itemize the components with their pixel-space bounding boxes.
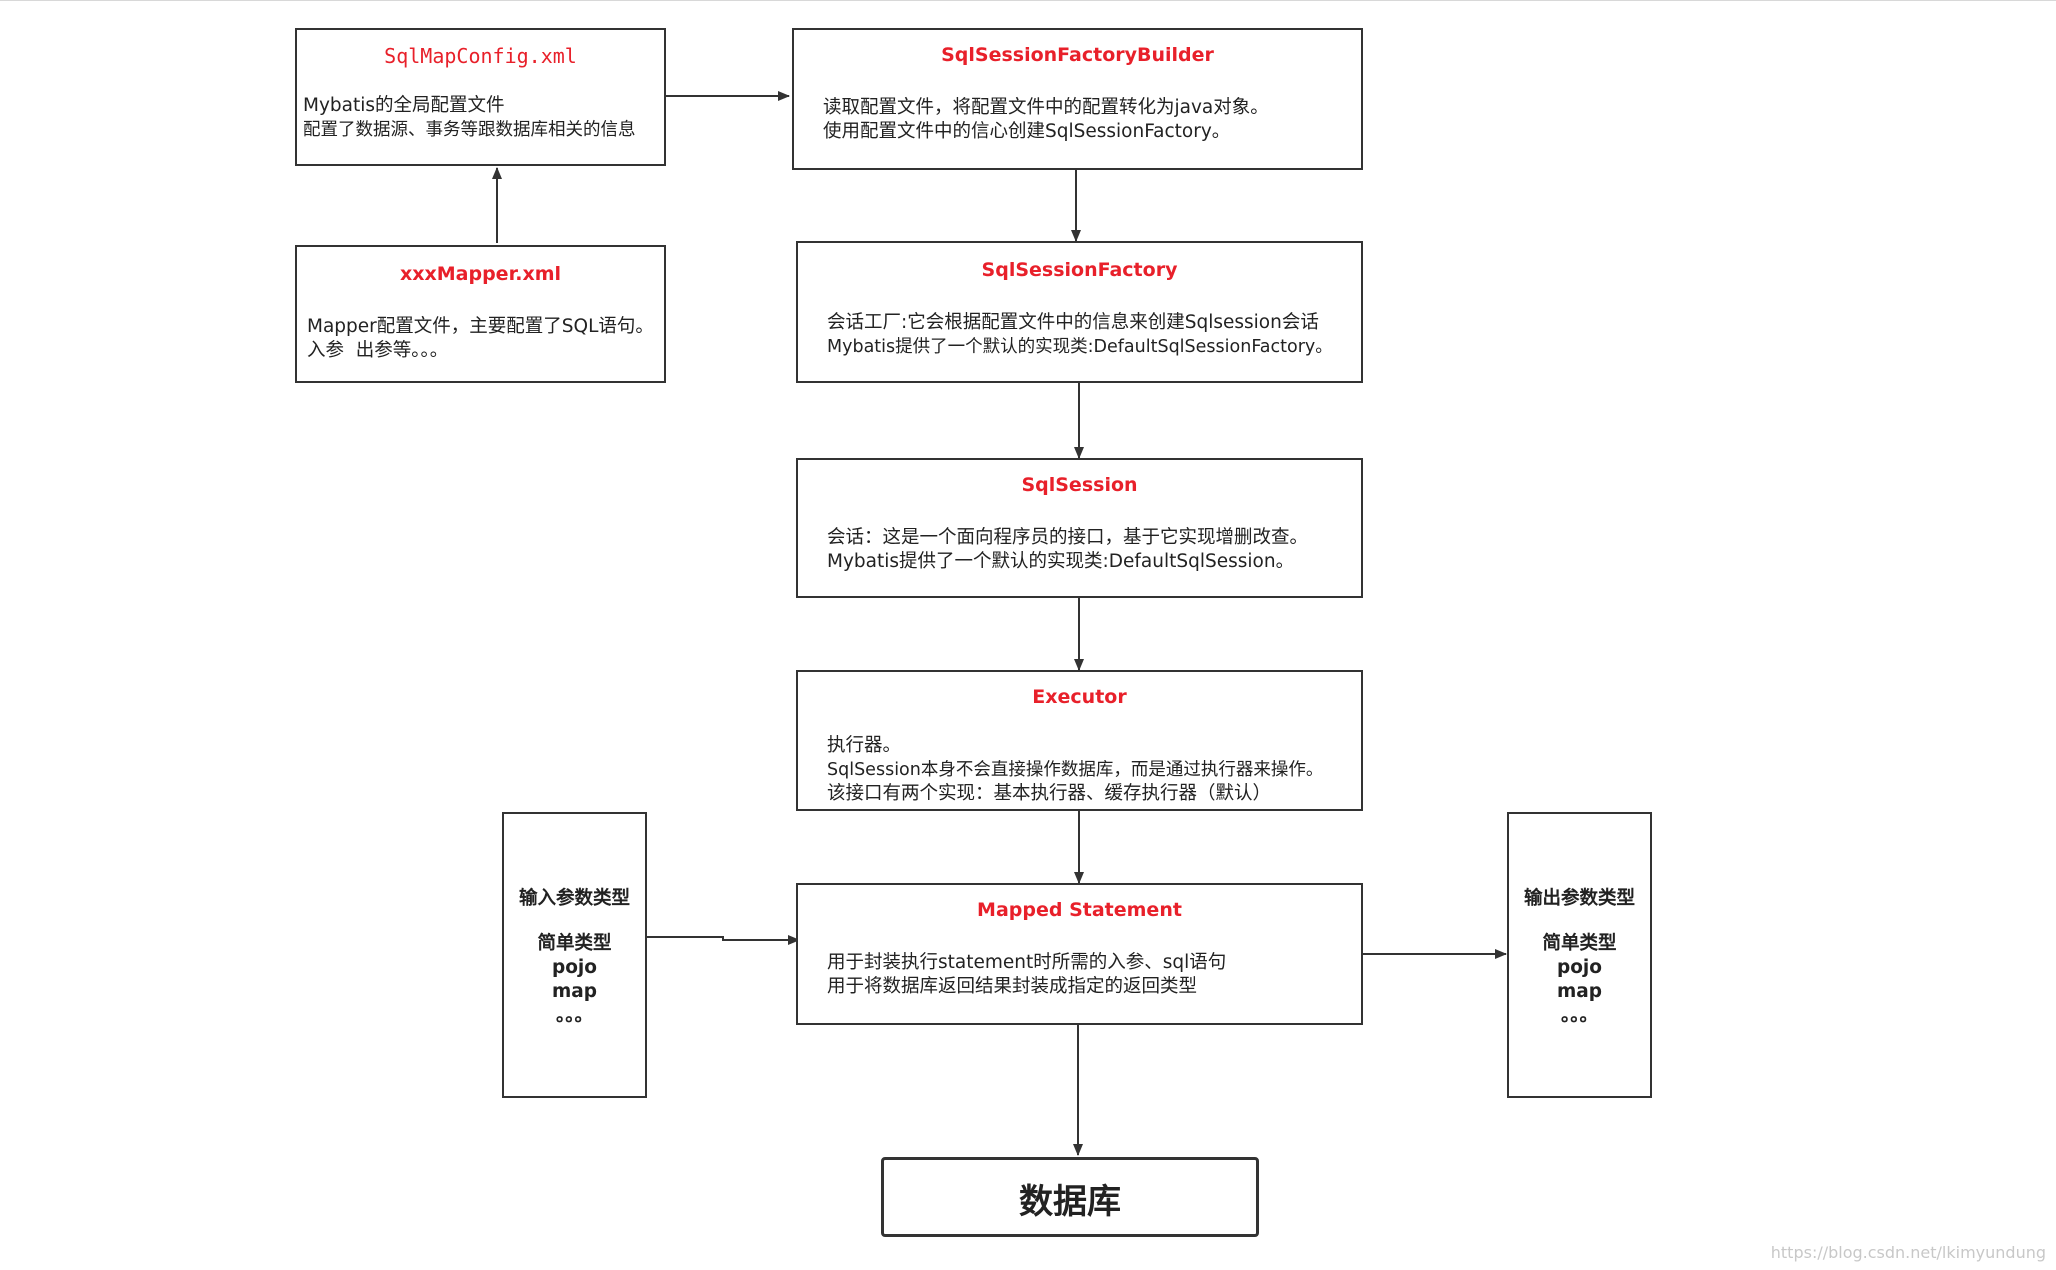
input-types-item-3: map: [551, 981, 597, 1002]
input-types-item-2: pojo: [551, 957, 597, 978]
factory-box: SqlSessionFactory 会话工厂:它会根据配置文件中的信息来创建Sq…: [796, 241, 1363, 383]
sqlmapconfig-desc-2: 配置了数据源、事务等跟数据库相关的信息: [303, 120, 636, 140]
executor-desc-1: 执行器。: [827, 735, 902, 756]
builder-desc-1: 读取配置文件，将配置文件中的配置转化为java对象。: [823, 97, 1269, 118]
executor-desc-2: SqlSession本身不会直接操作数据库，而是通过执行器来操作。: [827, 760, 1324, 780]
output-types-item-1: 简单类型: [1542, 933, 1617, 954]
database-title: 数据库: [1019, 1182, 1121, 1222]
factory-title: SqlSessionFactory: [981, 259, 1178, 281]
executor-box: Executor 执行器。 SqlSession本身不会直接操作数据库，而是通过…: [796, 670, 1363, 811]
output-types-box: 输出参数类型 简单类型 pojo map 。。。: [1507, 812, 1652, 1098]
input-types-box: 输入参数类型 简单类型 pojo map 。。。: [502, 812, 647, 1098]
builder-box: SqlSessionFactoryBuilder 读取配置文件，将配置文件中的配…: [792, 28, 1363, 170]
executor-title: Executor: [1032, 686, 1127, 708]
watermark: https://blog.csdn.net/lkimyundung: [1770, 1243, 2046, 1262]
factory-desc-2: Mybatis提供了一个默认的实现类:DefaultSqlSessionFact…: [827, 337, 1333, 357]
mapper-desc-2: 入参 出参等。。。: [307, 340, 449, 361]
mapped-statement-box: Mapped Statement 用于封装执行statement时所需的入参、s…: [796, 883, 1363, 1025]
input-types-item-1: 简单类型: [537, 933, 612, 954]
session-desc-1: 会话：这是一个面向程序员的接口，基于它实现增删改查。: [827, 527, 1309, 548]
builder-title: SqlSessionFactoryBuilder: [941, 44, 1214, 66]
mapper-title: xxxMapper.xml: [399, 263, 562, 285]
database-box: 数据库: [881, 1157, 1259, 1237]
session-title: SqlSession: [1021, 474, 1138, 496]
sqlmapconfig-title: SqlMapConfig.xml: [384, 44, 577, 68]
session-box: SqlSession 会话：这是一个面向程序员的接口，基于它实现增删改查。 My…: [796, 458, 1363, 598]
sqlmapconfig-desc-1: Mybatis的全局配置文件: [303, 95, 505, 116]
output-types-item-2: pojo: [1556, 957, 1602, 978]
input-types-item-4: 。。。: [555, 1005, 593, 1026]
output-types-heading: 输出参数类型: [1523, 888, 1635, 909]
mapper-box: xxxMapper.xml Mapper配置文件，主要配置了SQL语句。 入参 …: [295, 245, 666, 383]
session-desc-2: Mybatis提供了一个默认的实现类:DefaultSqlSession。: [827, 551, 1295, 572]
mapped-statement-desc-1: 用于封装执行statement时所需的入参、sql语句: [827, 952, 1227, 973]
arrow-input-to-mapped: [647, 935, 800, 945]
mapped-statement-desc-2: 用于将数据库返回结果封装成指定的返回类型: [827, 976, 1198, 997]
mapper-desc-1: Mapper配置文件，主要配置了SQL语句。: [307, 316, 654, 337]
executor-desc-3: 该接口有两个实现：基本执行器、缓存执行器（默认）: [827, 783, 1272, 804]
output-types-item-3: map: [1556, 981, 1602, 1002]
input-types-heading: 输入参数类型: [518, 888, 630, 909]
top-divider: [0, 0, 2056, 1]
builder-desc-2: 使用配置文件中的信心创建SqlSessionFactory。: [823, 121, 1231, 142]
mapped-statement-title: Mapped Statement: [977, 899, 1182, 921]
factory-desc-1: 会话工厂:它会根据配置文件中的信息来创建Sqlsession会话: [827, 312, 1319, 333]
output-types-item-4: 。。。: [1560, 1005, 1598, 1026]
sqlmapconfig-box: SqlMapConfig.xml Mybatis的全局配置文件 配置了数据源、事…: [295, 28, 666, 166]
